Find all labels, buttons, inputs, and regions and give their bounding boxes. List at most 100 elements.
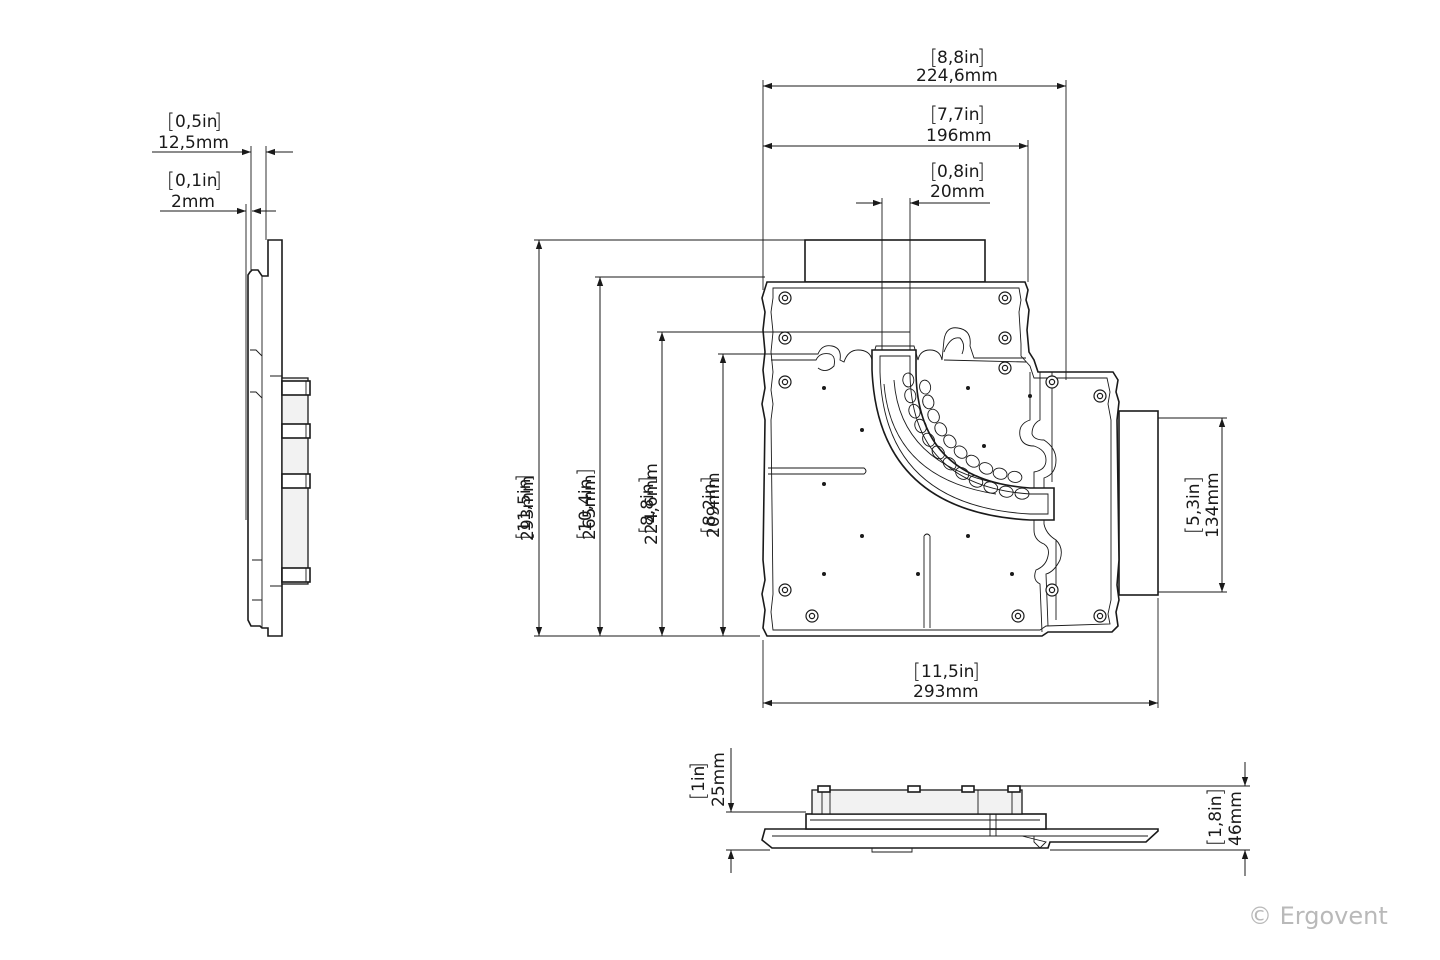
svg-text:[: [: [1203, 838, 1227, 846]
mounting-hole: [1045, 583, 1059, 597]
dim-side-outlet: [ 5,3in ] 134mm: [1158, 417, 1227, 593]
svg-text:]: ]: [977, 45, 985, 69]
pin-dot: [860, 534, 864, 538]
rib-horizontal: [768, 467, 867, 475]
honeycomb-cell: [904, 388, 917, 404]
mounting-hole: [1011, 609, 1025, 623]
honeycomb-cell: [978, 462, 994, 475]
dim-width-top-in: 8,8in: [937, 48, 980, 68]
mounting-hole: [998, 331, 1012, 345]
svg-text:[: [: [1181, 526, 1205, 534]
dim-height-small: [ 1in ] 25mm: [686, 748, 806, 873]
honeycomb-cell: [922, 394, 935, 410]
bottom-view: [ 1in ] 25mm [ 1,8in ] 46mm: [686, 748, 1250, 876]
honeycomb-cell: [1014, 487, 1030, 500]
dim-side-plate-in: 0,1in: [175, 171, 218, 191]
mounting-hole: [1093, 389, 1107, 403]
honeycomb-cell: [922, 432, 936, 447]
honeycomb-pattern: [902, 372, 1030, 500]
mounting-hole: [1045, 375, 1059, 389]
svg-text:]: ]: [635, 476, 659, 484]
dim-height-inner: [ 8,2in ] 209mm: [697, 353, 772, 636]
dim-height-inner-in: 8,2in: [700, 483, 720, 526]
mounting-hole: [1093, 609, 1107, 623]
side-outlet-box: [1118, 410, 1159, 596]
dim-height-small-mm: 25mm: [709, 752, 729, 807]
dim-width-top: [ 8,8in ] 224,6mm: [762, 45, 1067, 380]
dim-side-thickness: [ 0,5in ] 12,5mm: [152, 109, 293, 270]
pin-dot: [982, 444, 986, 448]
svg-text:]: ]: [977, 102, 985, 126]
svg-text:[: [: [635, 526, 659, 534]
dim-slot-in: 0,8in: [937, 162, 980, 182]
top-view: [ 8,8in ] 224,6mm [ 7,7in ] 196mm [ 0,8i…: [512, 45, 1227, 708]
pin-dot: [966, 386, 970, 390]
svg-text:]: ]: [214, 168, 222, 192]
svg-text:]: ]: [573, 468, 597, 476]
dim-height-channel-in: 8,8in: [638, 483, 658, 526]
svg-text:[: [: [930, 159, 938, 183]
copyright-text: © Ergovent: [1248, 902, 1388, 930]
dim-side-thickness-mm: 12,5mm: [158, 133, 229, 153]
svg-text:[: [: [930, 102, 938, 126]
dim-height-large-mm: 46mm: [1226, 791, 1246, 846]
mounting-hole: [778, 331, 792, 345]
side-view-bolts: [281, 380, 311, 583]
svg-text:[: [: [512, 532, 536, 540]
dim-box-width: [ 7,7in ] 196mm: [763, 102, 1029, 282]
dim-height-total: [ 11,5in ] 293mm: [512, 239, 805, 637]
svg-text:[: [: [697, 526, 721, 534]
honeycomb-cell: [965, 454, 980, 468]
mounting-hole: [998, 291, 1012, 305]
svg-text:]: ]: [214, 109, 222, 133]
honeycomb-cell: [953, 445, 968, 459]
svg-text:]: ]: [1181, 476, 1205, 484]
svg-text:]: ]: [512, 474, 536, 482]
bottom-view-plate: [761, 828, 1159, 849]
svg-text:]: ]: [972, 659, 980, 683]
honeycomb-cell: [902, 372, 915, 388]
dim-slot: [ 0,8in ] 20mm: [856, 159, 990, 350]
side-view: [ 0,5in ] 12,5mm [ 0,1in ] 2mm: [152, 109, 311, 637]
bottom-view-duct: [805, 813, 1047, 830]
dim-box-width-in: 7,7in: [937, 105, 980, 125]
svg-text:[: [: [573, 532, 597, 540]
side-view-profile: [247, 239, 283, 637]
mounting-hole: [805, 609, 819, 623]
pin-dot: [1028, 394, 1032, 398]
honeycomb-cell: [983, 481, 999, 494]
svg-text:]: ]: [697, 476, 721, 484]
dim-side-plate: [ 0,1in ] 2mm: [160, 168, 276, 520]
mounting-hole: [778, 583, 792, 597]
dim-height-channel: [ 8,8in ] 224,6mm: [635, 331, 910, 636]
pin-dot: [822, 482, 826, 486]
honeycomb-cell: [992, 467, 1008, 480]
rib-vertical: [923, 533, 931, 628]
dim-side-outlet-mm: 134mm: [1203, 472, 1223, 538]
dim-side-plate-mm: 2mm: [171, 192, 215, 212]
pin-dot: [966, 534, 970, 538]
pin-dot: [916, 572, 920, 576]
pin-dots: [822, 386, 1032, 576]
svg-text:]: ]: [977, 159, 985, 183]
honeycomb-cell: [908, 403, 921, 419]
honeycomb-cell: [998, 485, 1014, 498]
dim-slot-mm: 20mm: [930, 182, 985, 202]
mounting-holes: [778, 291, 1107, 623]
dim-height-plate: [ 10,4in ] 265mm: [573, 276, 765, 636]
honeycomb-cell: [934, 422, 948, 437]
dim-width-bottom-mm: 293mm: [913, 682, 979, 702]
top-outlet-box: [804, 239, 986, 283]
dim-width-bottom: [ 11,5in ] 293mm: [762, 598, 1159, 708]
honeycomb-cell: [942, 457, 957, 471]
bottom-view-flange: [811, 789, 1023, 815]
dim-width-top-mm: 224,6mm: [916, 66, 998, 86]
mounting-hole: [998, 361, 1012, 375]
pin-dot: [822, 386, 826, 390]
dim-box-width-mm: 196mm: [926, 126, 992, 146]
dim-height-small-in: 1in: [689, 766, 709, 792]
mounting-hole: [778, 375, 792, 389]
dim-height-inner-mm: 209mm: [704, 472, 724, 538]
honeycomb-cell: [1007, 470, 1023, 483]
dim-height-large-in: 1,8in: [1206, 795, 1226, 838]
